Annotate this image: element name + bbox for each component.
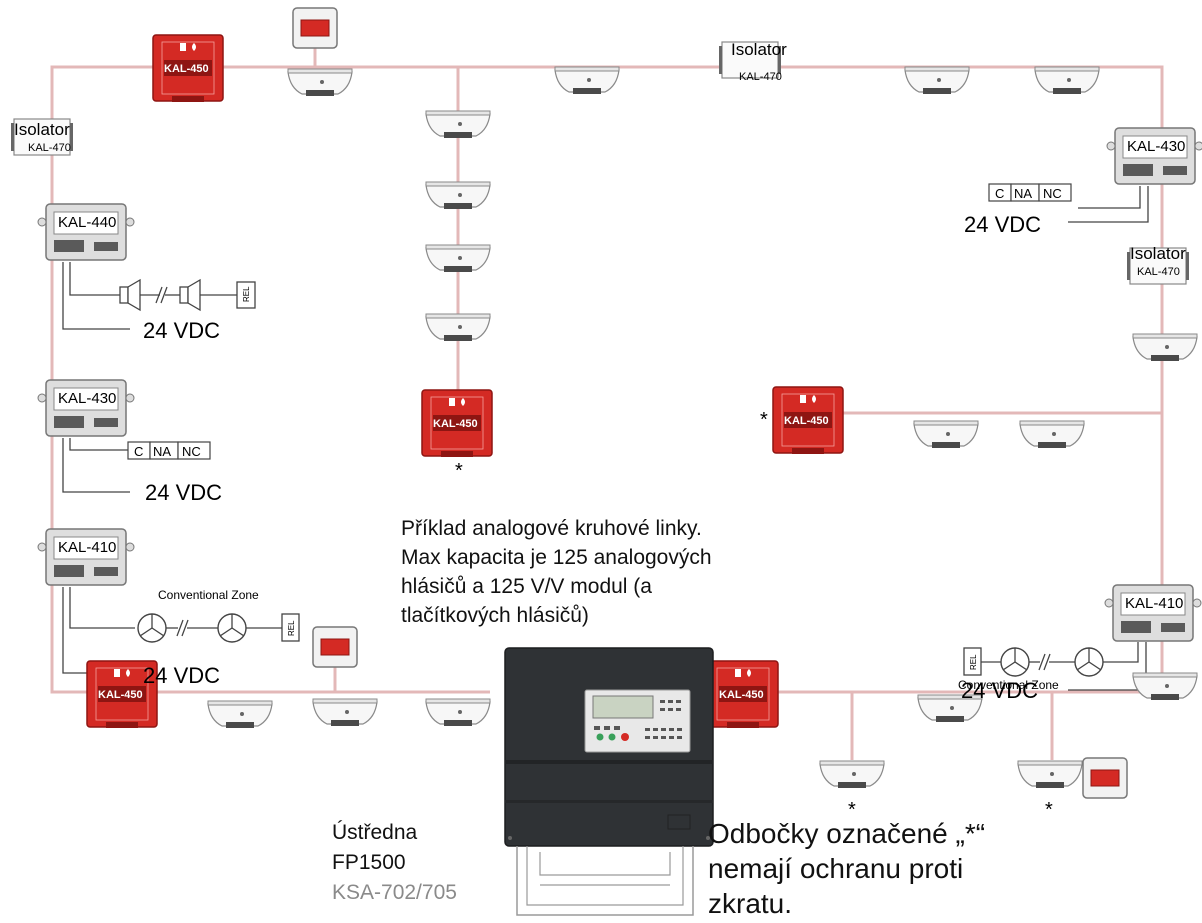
smoke-detector-icon <box>1132 672 1198 701</box>
smoke-detector-icon <box>819 760 885 789</box>
module-kal410-left <box>37 528 135 586</box>
vdc-label-kal430-left: 24 VDC <box>145 480 222 505</box>
module-kal410-right <box>1104 584 1202 642</box>
relay-terminals-left <box>127 441 211 460</box>
conventional-zone-left-label: Conventional Zone <box>158 588 259 602</box>
relay-left-na: NA <box>153 444 171 459</box>
smoke-detector-icon <box>1034 66 1100 95</box>
conventional-detector-icon <box>217 613 247 643</box>
conventional-zone-left <box>137 613 300 643</box>
vdc-label-kal440: 24 VDC <box>143 318 220 343</box>
isolator-top-model: KAL-470 <box>739 71 782 83</box>
mcp-right-label: KAL-450 <box>784 415 829 427</box>
panel-label-line-2: FP1500 <box>332 851 406 874</box>
smoke-detector-icon <box>1132 333 1198 362</box>
vdc-label-kal410-left: 24 VDC <box>143 663 220 688</box>
panel-label-line-3: KSA-702/705 <box>332 881 457 904</box>
warning-line-1: Odbočky označené „*“ <box>708 818 986 849</box>
smoke-detector-icon <box>312 698 378 727</box>
smoke-detector-icon <box>287 68 353 97</box>
conventional-detector-icon <box>1074 647 1104 677</box>
indicator-top <box>292 7 338 49</box>
isolator-top-label: Isolator <box>731 40 787 59</box>
module-kal410-left-label: KAL-410 <box>58 539 116 556</box>
conventional-detector-icon <box>1000 647 1030 677</box>
description-line-1: Příklad analogové kruhové linky. <box>401 517 702 540</box>
module-kal430-left-label: KAL-430 <box>58 390 116 407</box>
lcd-display <box>592 695 654 719</box>
vdc-label-kal430-right: 24 VDC <box>964 212 1041 237</box>
description-text: Příklad analogové kruhové linky. Max kap… <box>401 514 712 630</box>
smoke-detector-icon <box>425 181 491 210</box>
smoke-detector-icon <box>425 244 491 273</box>
relay-left-c: C <box>134 444 143 459</box>
horn-icon <box>179 279 201 311</box>
indicator-bottom-left <box>312 626 358 668</box>
module-kal430-left <box>37 379 135 437</box>
smoke-detector-icon <box>913 420 979 449</box>
mcp-top-label: KAL-450 <box>164 63 209 75</box>
horn-icon <box>119 279 141 311</box>
smoke-detector-icon <box>1017 760 1083 789</box>
relay-terminals-right <box>988 183 1072 202</box>
star-marker: * <box>1045 799 1053 821</box>
sounder-output <box>119 279 256 311</box>
rel-resistor-icon <box>281 613 300 642</box>
relay-right-na: NA <box>1014 186 1032 201</box>
smoke-detector-icon <box>904 66 970 95</box>
smoke-detector-icon <box>425 110 491 139</box>
module-kal440-label: KAL-440 <box>58 214 116 231</box>
isolator-left-label: Isolator <box>14 120 70 139</box>
smoke-detector-icon <box>207 700 273 729</box>
warning-line-2: nemají ochranu proti <box>708 853 964 884</box>
smoke-detector-icon <box>425 313 491 342</box>
rel-label-sounder: REL <box>242 286 251 302</box>
module-kal430-right-label: KAL-430 <box>1127 138 1185 155</box>
panel-label-line-1: Ústředna <box>332 821 418 844</box>
description-line-3: hlásičů a 125 V/V modul (a <box>401 575 652 598</box>
isolator-right-model: KAL-470 <box>1137 266 1180 278</box>
smoke-detector-icon <box>554 66 620 95</box>
module-kal440 <box>37 203 135 261</box>
smoke-detector-icon <box>425 698 491 727</box>
description-line-2: Max kapacita je 125 analogových <box>401 546 712 569</box>
relay-left-nc: NC <box>182 444 201 459</box>
vdc-label-kal410-right: 24 VDC <box>961 678 1038 703</box>
mcp-bottom-left-label: KAL-450 <box>98 689 143 701</box>
warning-line-3: zkratu. <box>708 888 793 919</box>
smoke-detector-icon <box>1019 420 1085 449</box>
conventional-zone-right <box>963 647 1104 677</box>
warning-text: Odbočky označené „*“ nemají ochranu prot… <box>708 816 985 921</box>
description-line-4: tlačítkových hlásičů) <box>401 604 589 627</box>
conventional-zone-right-label: Conventional Zone <box>958 678 1059 692</box>
isolator-left-model: KAL-470 <box>28 142 71 154</box>
panel-label: Ústředna FP1500 KSA-702/705 <box>332 818 457 908</box>
rel-resistor-icon <box>236 281 256 309</box>
mcp-bottom-right-label: KAL-450 <box>719 689 764 701</box>
relay-right-c: C <box>995 186 1004 201</box>
indicator-bottom-right <box>1082 757 1128 799</box>
module-kal410-right-label: KAL-410 <box>1125 595 1183 612</box>
conventional-detector-icon <box>137 613 167 643</box>
module-kal430-right <box>1106 127 1202 185</box>
rel-label-right: REL <box>969 654 978 670</box>
star-marker: * <box>848 799 856 821</box>
control-panel <box>504 647 714 916</box>
star-marker: * <box>760 409 768 431</box>
relay-right-nc: NC <box>1043 186 1062 201</box>
mcp-middle-label: KAL-450 <box>433 418 478 430</box>
isolator-right-label: Isolator <box>1130 244 1186 263</box>
star-marker: * <box>455 460 463 482</box>
rel-label-left: REL <box>287 620 296 636</box>
